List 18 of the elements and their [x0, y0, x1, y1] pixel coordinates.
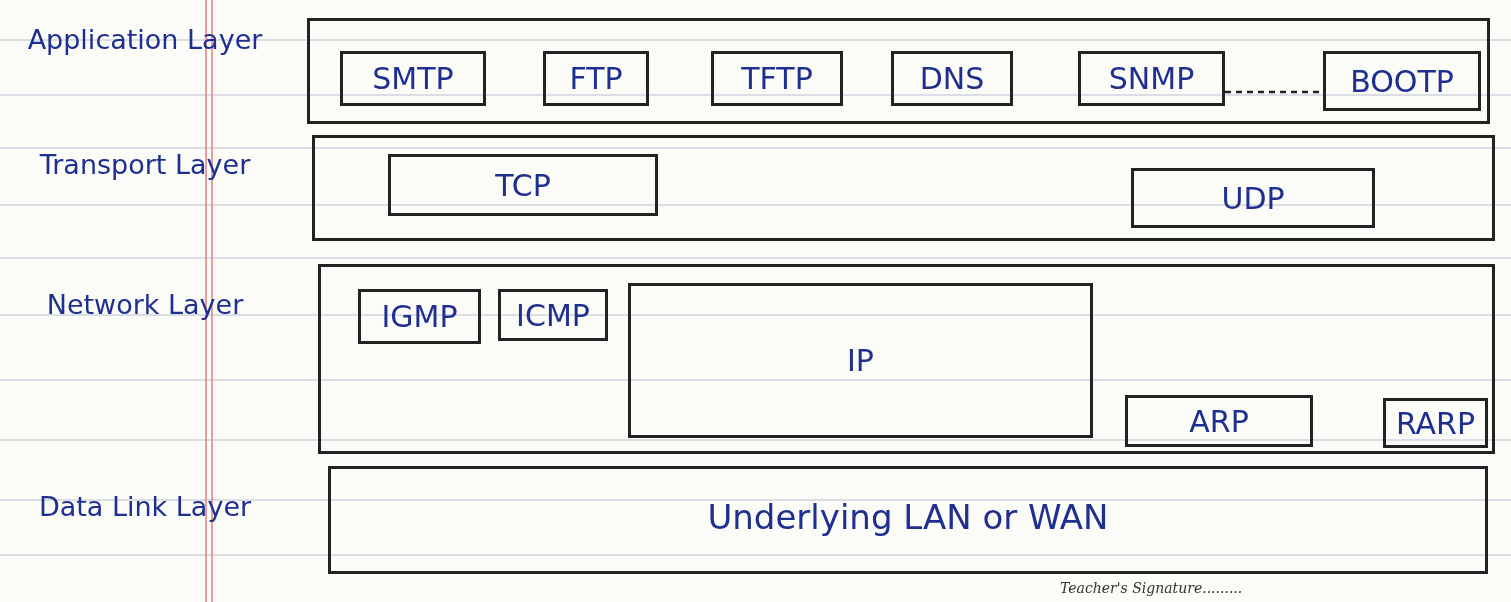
layer-label: Application Layer	[26, 25, 264, 55]
protocol-box: SNMP	[1078, 51, 1225, 106]
protocol-box: IP	[628, 283, 1093, 438]
protocol-box: SMTP	[340, 51, 486, 106]
layer-description: Underlying LAN or WAN	[706, 497, 1110, 537]
protocol-box: FTP	[543, 51, 649, 106]
protocol-box: UDP	[1131, 168, 1375, 228]
protocol-box: IGMP	[358, 289, 481, 344]
protocol-box: BOOTP	[1323, 51, 1481, 111]
layer-label: Transport Layer	[38, 150, 252, 180]
layer-label: Data Link Layer	[37, 492, 253, 522]
protocol-box: TCP	[388, 154, 658, 216]
protocol-box: RARP	[1383, 398, 1488, 448]
protocol-box: DNS	[891, 51, 1013, 106]
protocol-box: ARP	[1125, 395, 1313, 447]
layer-label: Network Layer	[45, 290, 245, 320]
protocol-box: ICMP	[498, 289, 608, 341]
protocol-box: TFTP	[711, 51, 843, 106]
